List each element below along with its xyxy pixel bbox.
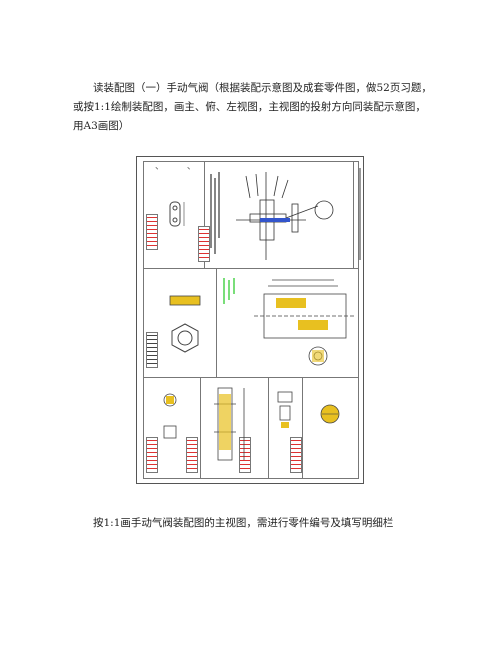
grid-line [144, 268, 358, 269]
assembly-schematic [236, 172, 334, 260]
plug-part-drawing [277, 391, 293, 428]
title-block [146, 214, 158, 250]
grid-line [144, 377, 358, 378]
grid-line [204, 162, 205, 268]
title-block [146, 437, 158, 473]
intro-paragraph: 读装配图（一）手动气阀（根据装配示意图及成套零件图，做52页习题，或按1:1绘制… [73, 82, 432, 132]
assembly-drawing-sheet: 、 、 [136, 156, 364, 484]
grid-line [353, 162, 354, 268]
valve-body-drawing [254, 279, 354, 366]
title-block [198, 226, 210, 262]
grid-line [216, 269, 217, 377]
nut-part-drawing [169, 295, 201, 353]
handle-part-drawing [169, 201, 185, 227]
title-block [186, 437, 198, 473]
grid-line [302, 378, 303, 478]
stem-part-drawing [163, 393, 177, 439]
title-block [239, 437, 251, 473]
cap-part-drawing [320, 404, 340, 424]
shaft-part-drawing [214, 387, 245, 461]
side-text-strip [359, 168, 361, 260]
title-block [146, 332, 158, 368]
grid-line [268, 378, 269, 478]
title-block [290, 437, 302, 473]
notes-text-block [210, 172, 220, 254]
sheet-marks: 、 、 [155, 162, 206, 172]
drawing-frame [143, 161, 361, 479]
grid-line [200, 378, 201, 478]
caption-paragraph: 按1:1画手动气阀装配图的主视图，需进行零件编号及填写明细栏 [93, 517, 394, 529]
green-notes [223, 278, 235, 304]
